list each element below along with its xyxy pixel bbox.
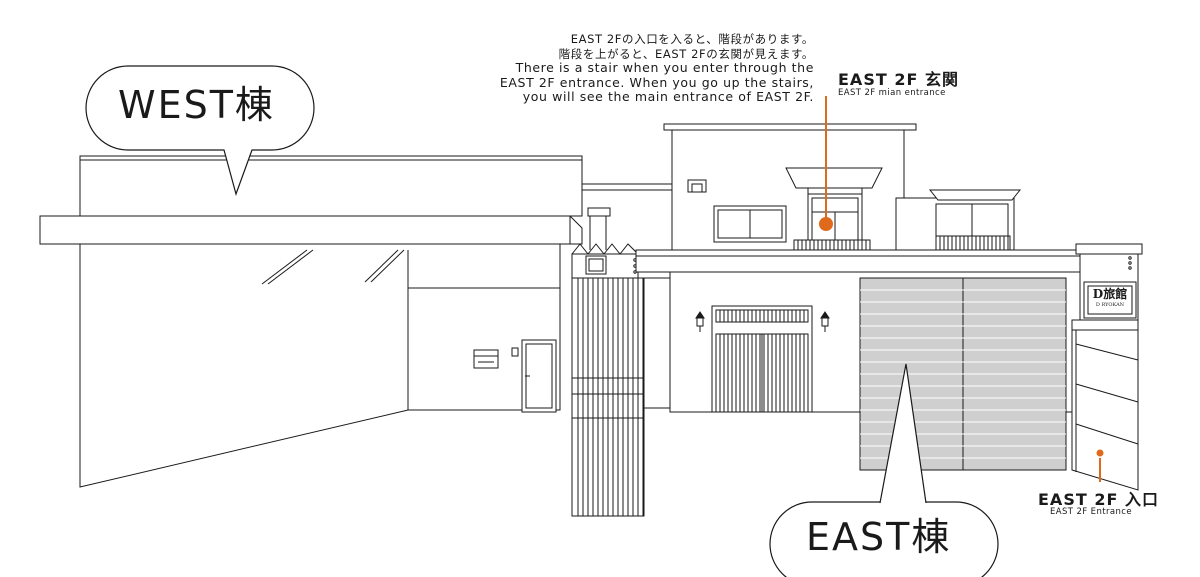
west-building — [39, 155, 583, 488]
entrance-label: EAST 2F 入口 — [1038, 490, 1159, 509]
description-line-5: you will see the main entrance of EAST 2… — [522, 89, 814, 105]
wall-lamp-left — [695, 311, 705, 332]
garage-shutter-line — [1075, 383, 1139, 403]
east-building-upper — [663, 123, 1022, 251]
garage-shutter-line — [1075, 343, 1139, 361]
east-building-right — [1071, 243, 1143, 491]
east-bubble-label: EAST棟 — [806, 515, 952, 559]
entrance-sublabel: EAST 2F Entrance — [1050, 507, 1132, 517]
main-entrance-sublabel: EAST 2F mian entrance — [838, 88, 946, 98]
description-line-3: There is a stair when you enter through … — [515, 60, 814, 76]
description-line-1: EAST 2Fの入口を入ると、階段があります。 — [570, 32, 814, 46]
wall-lamp-right — [820, 311, 830, 332]
garage-shutter-line — [1075, 423, 1139, 445]
ryokan-sign: D旅館 D RYOKAN — [1088, 287, 1132, 315]
west-bubble-label: WEST棟 — [118, 83, 275, 127]
description-line-4: EAST 2F entrance. When you go up the sta… — [499, 74, 814, 90]
description-line-2: 階段を上がると、EAST 2Fの玄関が見えます。 — [558, 46, 814, 61]
ryokan-sign-subtitle: D RYOKAN — [1095, 302, 1125, 308]
ryokan-sign-title: D旅館 — [1092, 287, 1128, 301]
main-entrance-label: EAST 2F 玄関 — [838, 70, 959, 89]
description-block: EAST 2Fの入口を入ると、階段があります。 階段を上がると、EAST 2Fの… — [500, 32, 814, 105]
east-building-ground — [635, 249, 1081, 471]
